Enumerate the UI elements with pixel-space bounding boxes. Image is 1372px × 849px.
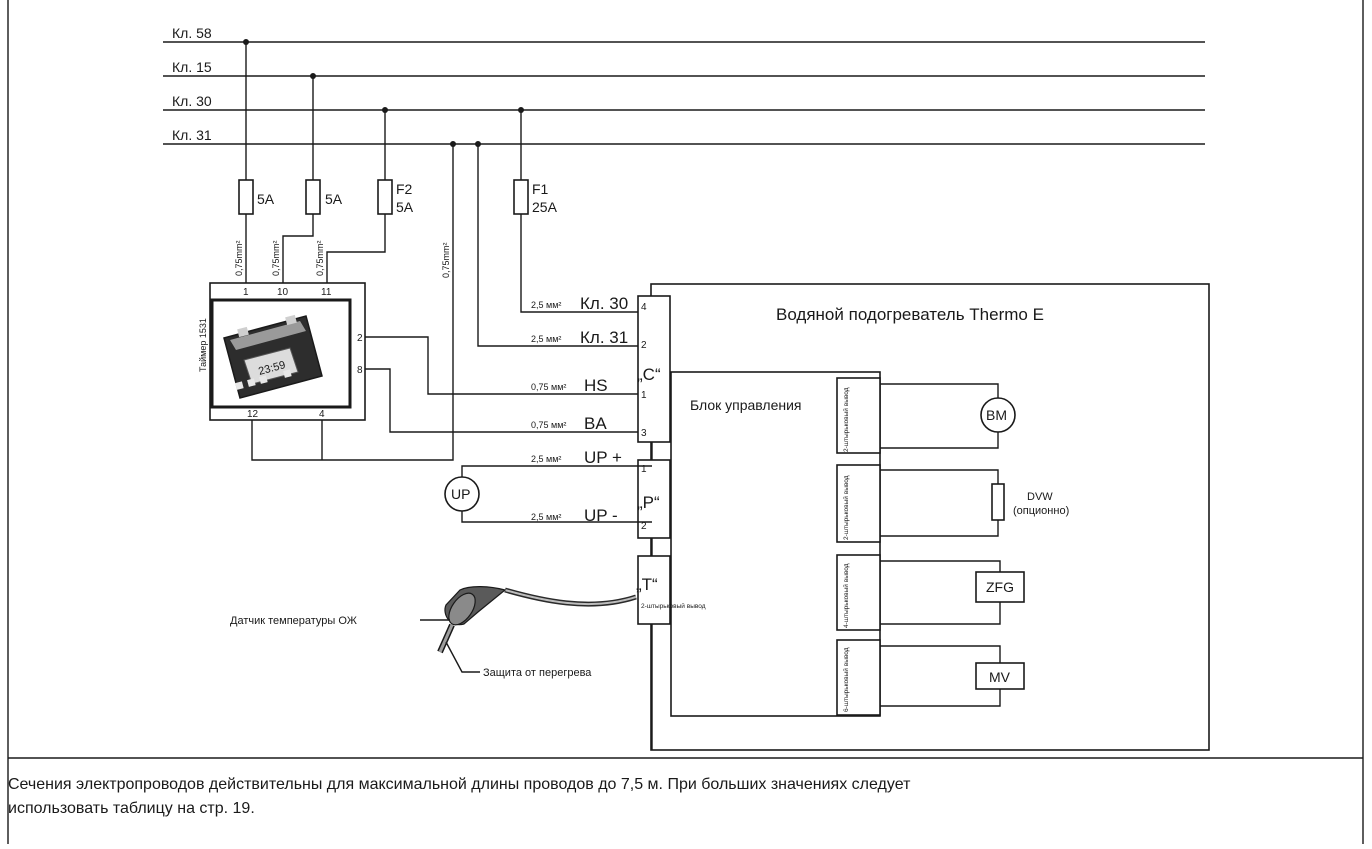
wire-section-up-minus: 2,5 мм²: [531, 512, 561, 522]
bus-label-kl15: Кл. 15: [172, 59, 212, 75]
mv-symbol: [975, 662, 1025, 690]
temperature-sensor-icon: [437, 586, 637, 654]
heater-title: Водяной подогреватель Thermo E: [776, 305, 1044, 324]
wire-up-plus: [461, 465, 652, 478]
pump-up-symbol: [444, 476, 480, 512]
svg-text:F2: F2: [396, 181, 413, 197]
motor-bm-symbol: [980, 397, 1016, 433]
wire-section-timer-11: 0,75mm²: [315, 240, 325, 276]
svg-text:1: 1: [641, 464, 647, 475]
bus-label-kl31: Кл. 31: [172, 127, 212, 143]
timer-pin-8: 8: [357, 365, 363, 376]
connector-t-name: „T“: [636, 575, 658, 594]
resistor-dvw-symbol: [991, 483, 1005, 521]
mv-label: MV: [989, 669, 1011, 685]
plug-bm: 2-штырьковый вывод BM: [836, 377, 1016, 454]
signal-ba: BA: [584, 414, 607, 433]
plug-dvw: 2-штырьковый вывод DVW (опционно): [836, 464, 1069, 543]
pump-up-label: UP: [451, 486, 470, 502]
fuse-wires: [245, 42, 652, 461]
timer-pin-11: 11: [321, 287, 332, 298]
bus-label-kl58: Кл. 58: [172, 25, 212, 41]
signal-up-plus: UP +: [584, 448, 622, 467]
zfg-symbol: [975, 571, 1025, 603]
wire-up-minus: [461, 510, 652, 523]
sensor-temperature-label: Датчик температуры ОЖ: [230, 615, 357, 627]
signal-kl30: Кл. 30: [580, 294, 628, 313]
bus-lines: Кл. 58 Кл. 15 Кл. 30 Кл. 31: [163, 25, 1205, 145]
svg-text:2-штырьковый вывод: 2-штырьковый вывод: [842, 475, 850, 540]
timer-1531: Таймер 1531 23:59 1 10 11 2 8 12 4: [198, 282, 366, 421]
timer-pin-1: 1: [243, 287, 249, 298]
timer-title: Таймер 1531: [198, 318, 208, 372]
dvw-label: DVW: [1027, 491, 1053, 503]
timer-pin-2: 2: [357, 333, 363, 344]
timer-device-icon: 23:59: [223, 314, 323, 399]
sensor-overheat-leader: [445, 641, 480, 673]
svg-text:5A: 5A: [257, 191, 275, 207]
junction-dots: [243, 39, 524, 147]
wire-hs: [365, 336, 652, 395]
plug-mv: 6-штырьковый вывод MV: [836, 639, 1025, 716]
signal-kl31: Кл. 31: [580, 328, 628, 347]
connector-p-name: „P“: [637, 493, 660, 512]
signal-hs: HS: [584, 376, 608, 395]
sensor-overheat-label: Защита от перегрева: [483, 667, 592, 679]
zfg-label: ZFG: [986, 579, 1014, 595]
wire-section-kl31: 2,5 мм²: [531, 334, 561, 344]
timer-pin-10: 10: [277, 287, 289, 298]
wire-section-timer-10: 0,75mm²: [271, 240, 281, 276]
connector-p: 1 2 „P“: [637, 459, 671, 539]
motor-bm-label: BM: [986, 407, 1007, 423]
signal-up-minus: UP -: [584, 506, 618, 525]
connector-t: „T“ 2-штырьковый вывод: [636, 555, 706, 625]
fuse-f-b: 5A: [305, 179, 343, 215]
connector-c: 4 2 1 3 „C“: [637, 295, 671, 443]
connector-t-note: 2-штырьковый вывод: [641, 602, 706, 610]
wire-ba: [365, 368, 652, 433]
timer-pin-12: 12: [247, 409, 259, 420]
page-border: [7, 0, 1364, 844]
footnote: Сечения электропроводов действительны дл…: [8, 773, 1208, 821]
wire-section-kl30: 2,5 мм²: [531, 300, 561, 310]
fuse-f2: F2 5A: [377, 179, 414, 215]
footnote-line-2: использовать таблицу на стр. 19.: [8, 800, 255, 817]
fuse-f-a: 5A: [238, 179, 275, 215]
svg-text:F1: F1: [532, 181, 549, 197]
svg-text:6-штырьковый вывод: 6-штырьковый вывод: [842, 647, 850, 712]
dvw-note: (опционно): [1013, 505, 1069, 517]
svg-text:1: 1: [641, 390, 647, 401]
wire-section-hs: 0,75 мм²: [531, 382, 566, 392]
svg-text:2: 2: [641, 340, 647, 351]
timer-pin-4: 4: [319, 409, 325, 420]
connector-c-name: „C“: [637, 365, 661, 384]
svg-text:5A: 5A: [396, 199, 414, 215]
wire-section-ba: 0,75 мм²: [531, 420, 566, 430]
svg-text:3: 3: [641, 428, 647, 439]
footnote-line-1: Сечения электропроводов действительны дл…: [8, 776, 911, 793]
bus-label-kl30: Кл. 30: [172, 93, 212, 109]
plug-zfg: 4-штырьковый вывод ZFG: [836, 554, 1025, 631]
wire-section-kl31-sensor: 0,75mm²: [441, 242, 451, 278]
svg-text:2: 2: [641, 521, 647, 532]
svg-text:4-штырьковый вывод: 4-штырьковый вывод: [842, 563, 850, 628]
svg-text:5A: 5A: [325, 191, 343, 207]
control-unit-label: Блок управления: [690, 397, 802, 413]
svg-text:2-штырьковый вывод: 2-штырьковый вывод: [842, 387, 850, 452]
svg-text:4: 4: [641, 302, 647, 313]
wire-section-timer-1: 0,75mm²: [234, 240, 244, 276]
svg-text:25A: 25A: [532, 199, 558, 215]
wire-section-up-plus: 2,5 мм²: [531, 454, 561, 464]
fuse-f1: F1 25A: [513, 179, 558, 215]
